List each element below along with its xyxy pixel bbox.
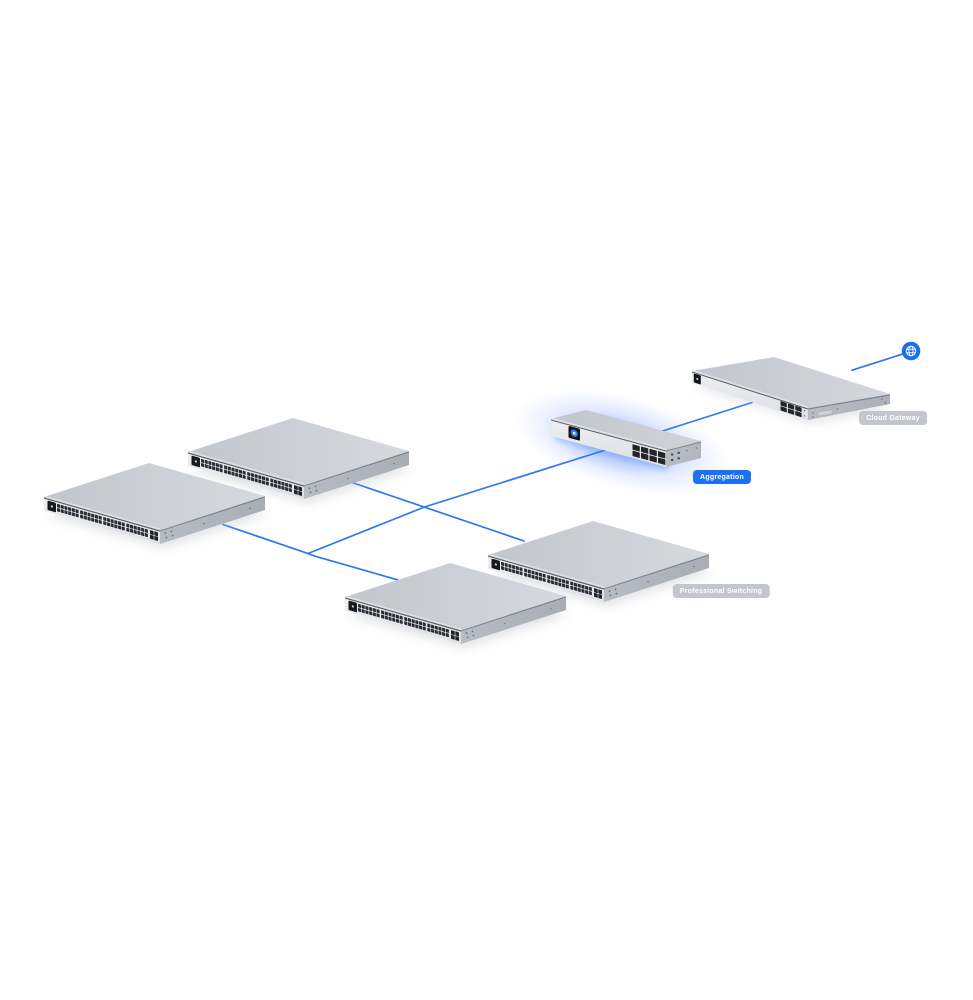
connection-lines [222,352,905,581]
connection-switch-left-bottom [222,523,399,581]
cloud-gateway-label[interactable]: Cloud Gateway [859,411,927,425]
connection-gateway-aggregation [657,401,753,434]
connection-switch-topleft-right [351,481,525,542]
globe-icon[interactable] [901,341,921,361]
professional-switching-label[interactable]: Professional Switching [672,584,770,598]
connection-internet-gateway [851,352,905,372]
aggregation-label[interactable]: Aggregation [693,470,751,484]
